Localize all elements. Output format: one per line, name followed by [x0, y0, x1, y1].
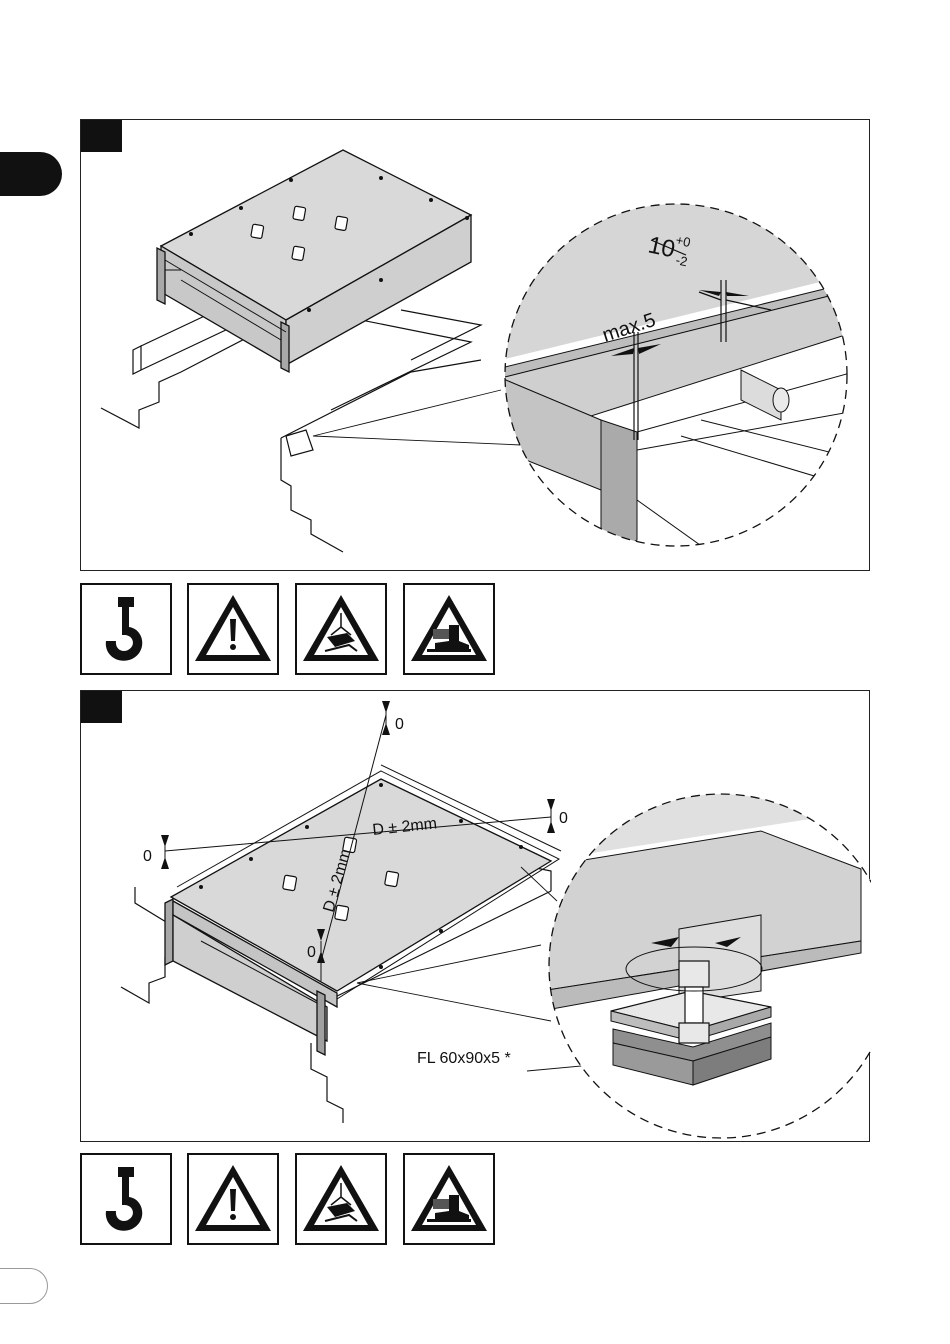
figure-2-panel: 0 0 0 0 D ± 2mm D ± 2mm [80, 690, 870, 1142]
figure-2-illustration: 0 0 0 0 D ± 2mm D ± 2mm [81, 691, 871, 1143]
crushing-hazard-warning-icon [403, 583, 495, 675]
level-mark-left: 0 [143, 848, 152, 865]
level-mark-top: 0 [395, 716, 404, 733]
gap-dimension-base: 10 [646, 231, 678, 263]
lifting-hook-icon [80, 1153, 172, 1245]
crushing-hazard-warning-icon [403, 1153, 495, 1245]
figure-1-panel: 10 +0 -2 max.5 [80, 119, 870, 571]
suspended-load-warning-icon [295, 583, 387, 675]
section-tab-marker [0, 152, 62, 196]
suspended-load-warning-icon [295, 1153, 387, 1245]
lifting-hook-icon [80, 583, 172, 675]
warning-icon [187, 1153, 279, 1245]
figure-1-illustration: 10 +0 -2 max.5 [81, 120, 871, 572]
gap-tolerance-upper: +0 [674, 232, 692, 250]
level-mark-bottom: 0 [307, 944, 316, 961]
page-number-tab [0, 1268, 48, 1304]
level-mark-right: 0 [559, 810, 568, 827]
plate-spec-label: FL 60x90x5 * [417, 1050, 511, 1067]
warning-icon [187, 583, 279, 675]
